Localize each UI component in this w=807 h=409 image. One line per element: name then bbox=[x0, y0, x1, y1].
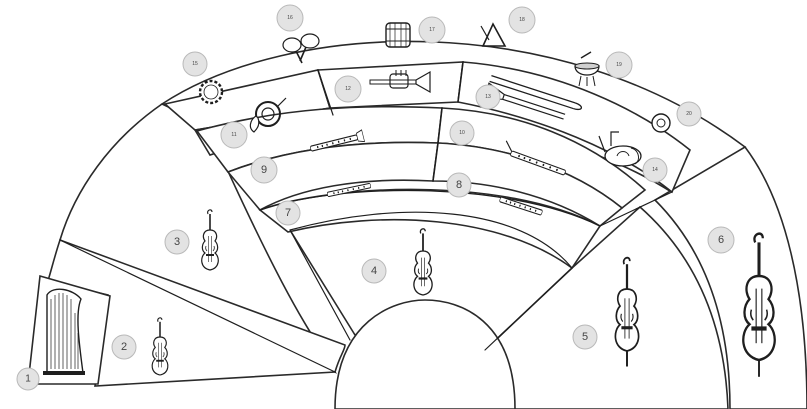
badge-7: 7 bbox=[276, 201, 300, 225]
badge-10: 10 bbox=[450, 121, 474, 145]
svg-text:5: 5 bbox=[582, 331, 588, 343]
badge-16: 16 bbox=[277, 5, 303, 31]
svg-text:18: 18 bbox=[519, 17, 525, 23]
svg-text:7: 7 bbox=[285, 207, 291, 219]
harp-icon bbox=[43, 289, 85, 375]
badge-8: 8 bbox=[447, 173, 471, 197]
badge-15: 15 bbox=[183, 52, 207, 76]
badge-6: 6 bbox=[708, 227, 734, 253]
badge-1: 1 bbox=[17, 368, 39, 390]
svg-text:11: 11 bbox=[231, 132, 236, 138]
svg-text:6: 6 bbox=[718, 234, 724, 246]
svg-text:4: 4 bbox=[371, 265, 377, 277]
badge-3: 3 bbox=[165, 230, 189, 254]
svg-text:16: 16 bbox=[287, 15, 293, 21]
svg-text:1: 1 bbox=[25, 374, 31, 385]
badge-4: 4 bbox=[362, 259, 386, 283]
badge-19: 19 bbox=[606, 52, 632, 78]
tambourine-icon bbox=[200, 81, 222, 103]
svg-text:17: 17 bbox=[429, 27, 435, 33]
badge-18: 18 bbox=[509, 7, 535, 33]
svg-text:20: 20 bbox=[686, 111, 692, 117]
svg-text:15: 15 bbox=[192, 61, 198, 67]
svg-text:12: 12 bbox=[345, 86, 351, 92]
badge-12: 12 bbox=[335, 76, 361, 102]
svg-text:9: 9 bbox=[261, 164, 267, 176]
svg-text:14: 14 bbox=[652, 167, 658, 173]
svg-text:10: 10 bbox=[459, 130, 465, 136]
badge-9: 9 bbox=[251, 157, 277, 183]
badge-11: 11 bbox=[221, 122, 247, 148]
badge-14: 14 bbox=[643, 158, 667, 182]
svg-text:2: 2 bbox=[121, 341, 127, 353]
badge-20: 20 bbox=[677, 102, 701, 126]
badge-5: 5 bbox=[573, 325, 597, 349]
cymbal-icon bbox=[652, 114, 670, 132]
triangle-icon bbox=[481, 24, 505, 46]
badge-17: 17 bbox=[419, 17, 445, 43]
svg-text:19: 19 bbox=[616, 62, 622, 68]
bass-drum-icon bbox=[386, 23, 410, 47]
badge-13: 13 bbox=[476, 85, 500, 109]
regions bbox=[28, 41, 807, 409]
svg-text:13: 13 bbox=[485, 94, 491, 100]
badge-2: 2 bbox=[112, 335, 136, 359]
svg-text:8: 8 bbox=[456, 179, 462, 191]
svg-text:3: 3 bbox=[174, 236, 180, 248]
